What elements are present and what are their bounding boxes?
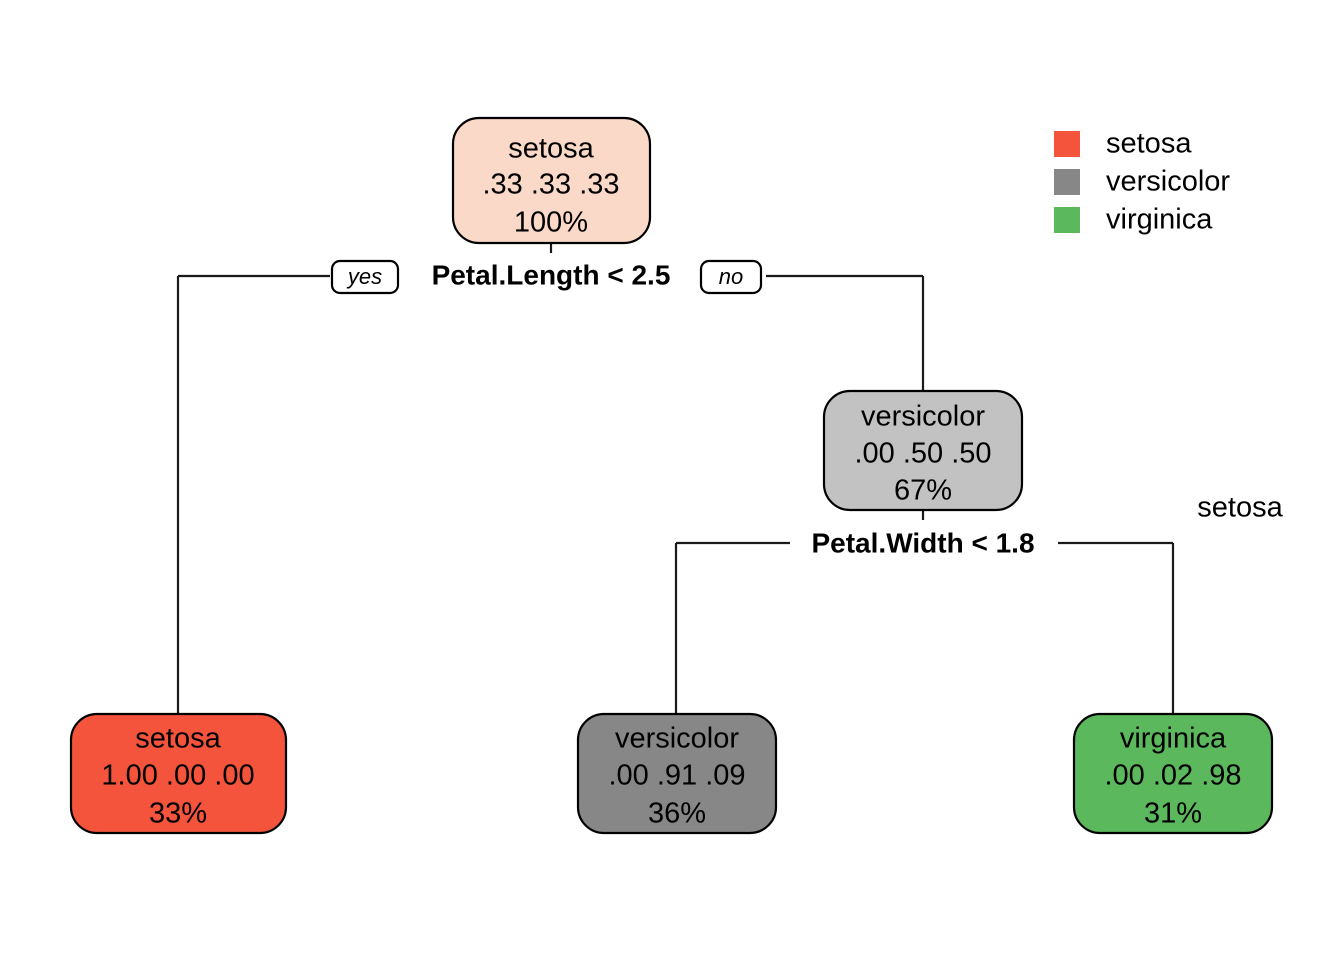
connector-group bbox=[176, 243, 1175, 719]
legend-label-versicolor: versicolor bbox=[1106, 166, 1230, 198]
node-internal-versicolor-probabilities: .00 .50 .50 bbox=[854, 438, 991, 470]
node-leaf-versicolor-class-label: versicolor bbox=[615, 723, 739, 755]
legend-label-virginica: virginica bbox=[1106, 204, 1213, 236]
node-internal-versicolor-percent: 67% bbox=[894, 475, 952, 507]
node-leaf-versicolor-probabilities: .00 .91 .09 bbox=[608, 760, 745, 792]
legend-item-versicolor[interactable]: versicolor bbox=[1054, 166, 1230, 198]
node-root-percent: 100% bbox=[514, 207, 588, 239]
node-root-box[interactable] bbox=[451, 116, 652, 245]
node-internal-versicolor[interactable]: versicolor .00 .50 .50 67% bbox=[822, 389, 1024, 512]
node-leaf-setosa-probabilities: 1.00 .00 .00 bbox=[101, 760, 254, 792]
split-petal-width[interactable]: Petal.Width < 1.8 bbox=[811, 527, 1034, 558]
legend-label-setosa: setosa bbox=[1106, 128, 1192, 160]
node-leaf-setosa-percent: 33% bbox=[149, 798, 207, 830]
node-leaf-setosa-box[interactable] bbox=[69, 712, 288, 835]
node-root-probabilities: .33 .33 .33 bbox=[482, 169, 619, 201]
split-petal-length-label: Petal.Length < 2.5 bbox=[432, 259, 671, 290]
node-leaf-versicolor-box[interactable] bbox=[576, 712, 778, 835]
legend-swatch-versicolor bbox=[1054, 169, 1080, 195]
node-root[interactable]: setosa .33 .33 .33 100% bbox=[451, 116, 652, 245]
node-leaf-virginica[interactable]: virginica .00 .02 .98 31% bbox=[1072, 712, 1274, 835]
branch-label-yes-text: yes bbox=[346, 264, 382, 289]
split-petal-width-label: Petal.Width < 1.8 bbox=[811, 527, 1034, 558]
branch-label-no-box[interactable] bbox=[699, 259, 763, 295]
legend-swatch-setosa bbox=[1054, 131, 1080, 157]
node-leaf-virginica-percent: 31% bbox=[1144, 798, 1202, 830]
branch-label-no[interactable]: no bbox=[699, 259, 763, 295]
node-leaf-virginica-probabilities: .00 .02 .98 bbox=[1104, 760, 1241, 792]
node-leaf-setosa-class-label: setosa bbox=[135, 723, 221, 755]
node-internal-versicolor-class-label: versicolor bbox=[861, 401, 985, 433]
branch-label-no-text: no bbox=[719, 264, 743, 289]
branch-label-yes[interactable]: yes bbox=[330, 259, 400, 295]
node-leaf-versicolor[interactable]: versicolor .00 .91 .09 36% bbox=[576, 712, 778, 835]
node-leaf-setosa[interactable]: setosa 1.00 .00 .00 33% bbox=[69, 712, 288, 835]
node-root-class-label: setosa bbox=[508, 133, 594, 165]
node-leaf-virginica-box[interactable] bbox=[1072, 712, 1274, 835]
legend-item-virginica[interactable]: virginica bbox=[1054, 204, 1213, 236]
annotation-setosa-label: setosa bbox=[1197, 492, 1283, 524]
node-leaf-virginica-class-label: virginica bbox=[1120, 723, 1227, 755]
node-leaf-versicolor-percent: 36% bbox=[648, 798, 706, 830]
legend: setosa versicolor virginica bbox=[1054, 128, 1230, 236]
branch-label-yes-box[interactable] bbox=[330, 259, 400, 295]
split-petal-length[interactable]: Petal.Length < 2.5 yes no bbox=[330, 259, 763, 295]
legend-item-setosa[interactable]: setosa bbox=[1054, 128, 1192, 160]
legend-swatch-virginica bbox=[1054, 207, 1080, 233]
node-internal-versicolor-box[interactable] bbox=[822, 389, 1024, 512]
